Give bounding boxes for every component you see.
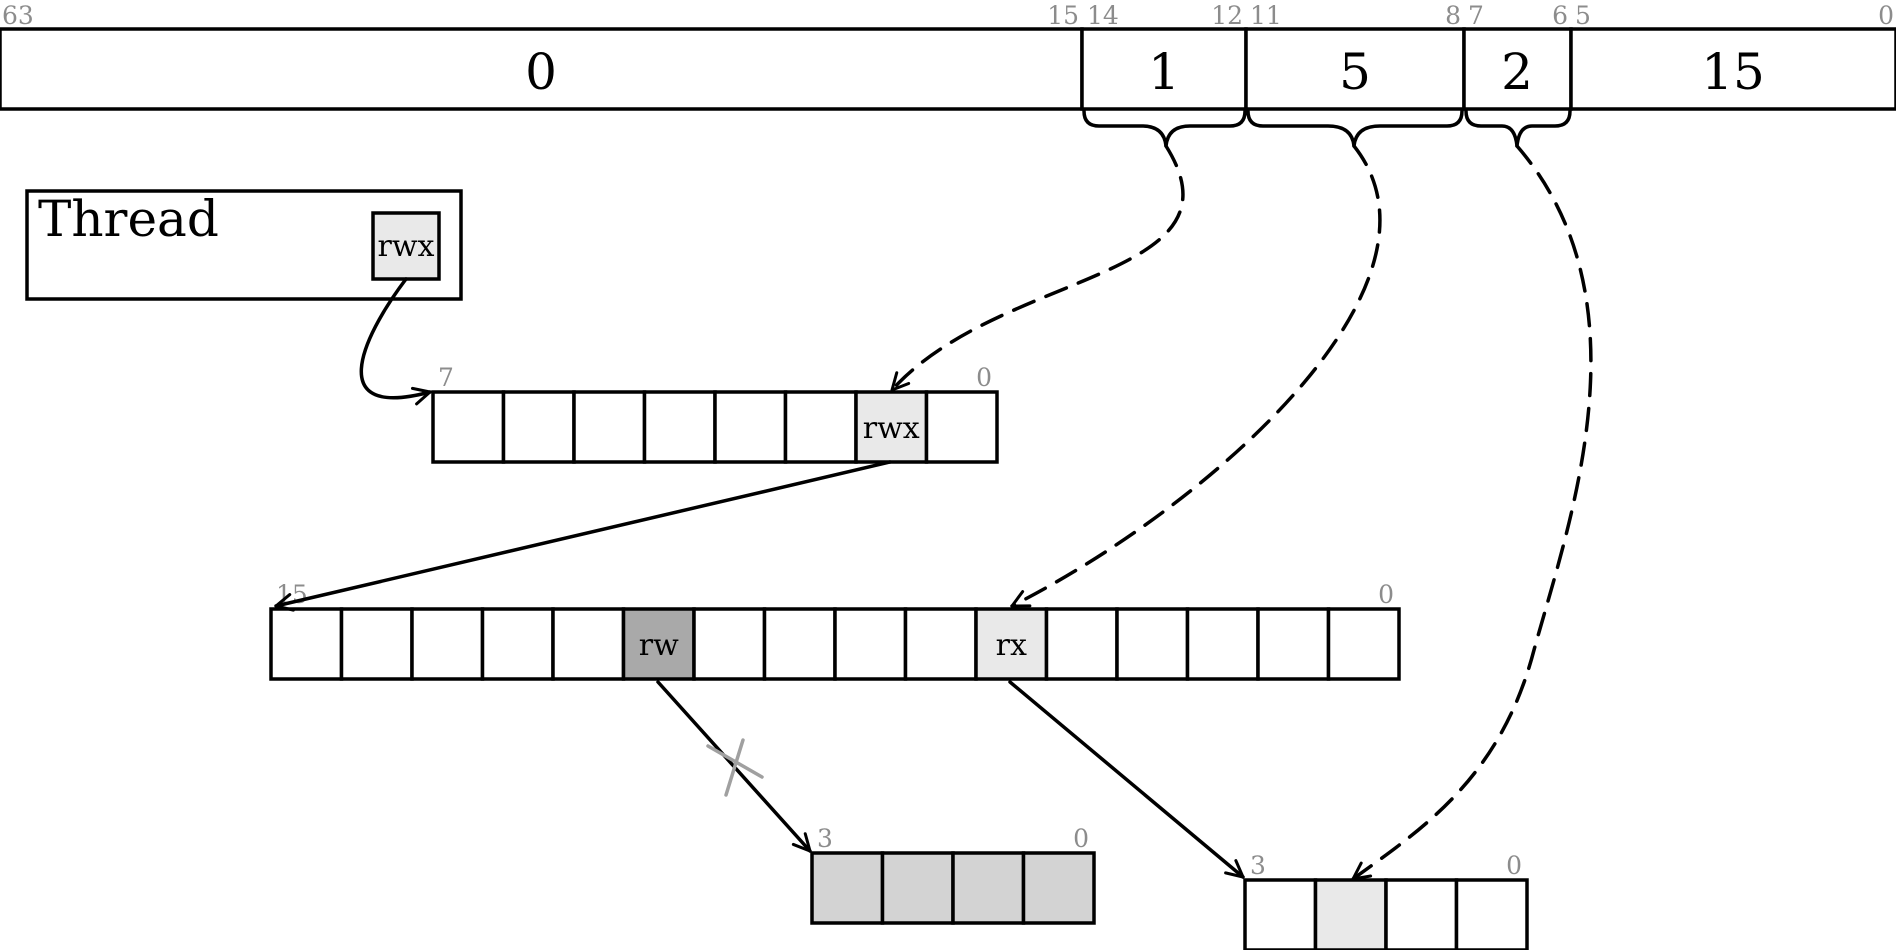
- bit-index-label: 0: [1878, 1, 1894, 30]
- level1-entry: [501, 390, 576, 464]
- level2-entry: [269, 607, 344, 681]
- bit-index-label: 11: [1250, 1, 1282, 30]
- level1-to-level2-edge: [274, 460, 892, 612]
- address-field-box: [1569, 27, 1896, 111]
- level3a-entry: [810, 851, 885, 925]
- level1-entry: [924, 390, 999, 464]
- brace-l3-index: [1464, 109, 1572, 148]
- level2-low-index-label: 0: [1378, 580, 1394, 609]
- level2-rx-to-level3b-edge: [1008, 680, 1245, 879]
- level3b-entry: [1243, 878, 1318, 950]
- level1-table: rwx 7 0: [431, 363, 999, 464]
- level3a-entry: [880, 851, 955, 925]
- thread-perm-label: rwx: [378, 229, 435, 264]
- level2-entry-label: rw: [639, 628, 679, 663]
- bit-index-label: 7: [1468, 1, 1484, 30]
- level2-entry: [1115, 607, 1190, 681]
- level3b-entry: [1313, 878, 1388, 950]
- level3b-entry: [1384, 878, 1459, 950]
- virtual-address-register: 0 1 5 2 15 63 15 14 12 11 8 7 6 5 0: [0, 1, 1896, 111]
- address-field-box: [1080, 27, 1248, 111]
- level3b-high-index-label: 3: [1250, 851, 1266, 880]
- thread-box: Thread rwx: [25, 189, 463, 301]
- bit-index-label: 12: [1211, 1, 1243, 30]
- level2-entry: [1326, 607, 1401, 681]
- brace-l2-index: [1246, 109, 1464, 148]
- level2-entry: [1185, 607, 1260, 681]
- bit-index-label: 15: [1047, 1, 1079, 30]
- bit-index-label: 5: [1575, 1, 1591, 30]
- index2-to-level2-edge: [1010, 144, 1382, 608]
- level2-entry-label: rx: [996, 628, 1027, 663]
- level1-entry: [854, 390, 929, 464]
- address-field-box: [1462, 27, 1573, 111]
- level2-entry: [551, 607, 626, 681]
- index1-to-level1-edge: [890, 144, 1185, 392]
- thread-to-level1-edge: [359, 277, 432, 406]
- level1-entry: [431, 390, 506, 464]
- level2-entry: [1256, 607, 1331, 681]
- bit-index-label: 8: [1445, 1, 1461, 30]
- level3b-entry: [1454, 878, 1529, 950]
- address-field-box: [1244, 27, 1466, 111]
- level2-entry: [692, 607, 767, 681]
- level2-entry: [903, 607, 978, 681]
- level1-low-index-label: 0: [976, 363, 992, 392]
- level2-entry: [833, 607, 908, 681]
- level3a-high-index-label: 3: [817, 824, 833, 853]
- index3-to-level3b-edge: [1351, 144, 1593, 881]
- level3b-low-index-label: 0: [1506, 851, 1522, 880]
- level1-entry-label: rwx: [863, 411, 920, 446]
- address-field-value: 0: [525, 43, 557, 101]
- bit-index-label: 63: [2, 1, 34, 30]
- access-denied-cross-icon: [706, 738, 764, 797]
- level2-entry: [480, 607, 555, 681]
- level2-entry: [762, 607, 837, 681]
- address-field-value: 15: [1701, 43, 1765, 101]
- level2-entry: [974, 607, 1049, 681]
- level3a-low-index-label: 0: [1073, 824, 1089, 853]
- level2-entry: [1044, 607, 1119, 681]
- level1-entry: [783, 390, 858, 464]
- address-field-value: 2: [1501, 43, 1533, 101]
- level2-entry: [410, 607, 485, 681]
- level1-entry: [572, 390, 647, 464]
- brace-l1-index: [1082, 109, 1247, 148]
- level3a-entry: [951, 851, 1026, 925]
- level1-high-index-label: 7: [438, 363, 454, 392]
- address-field-value: 1: [1148, 43, 1180, 101]
- address-field-value: 5: [1339, 43, 1371, 101]
- level2-entry: [621, 607, 696, 681]
- bit-index-label: 6: [1552, 1, 1568, 30]
- bit-index-label: 14: [1087, 1, 1119, 30]
- level3a-entry: [1021, 851, 1096, 925]
- level1-entry: [642, 390, 717, 464]
- thread-title: Thread: [38, 190, 219, 248]
- level1-entry: [713, 390, 788, 464]
- level2-entry: [339, 607, 414, 681]
